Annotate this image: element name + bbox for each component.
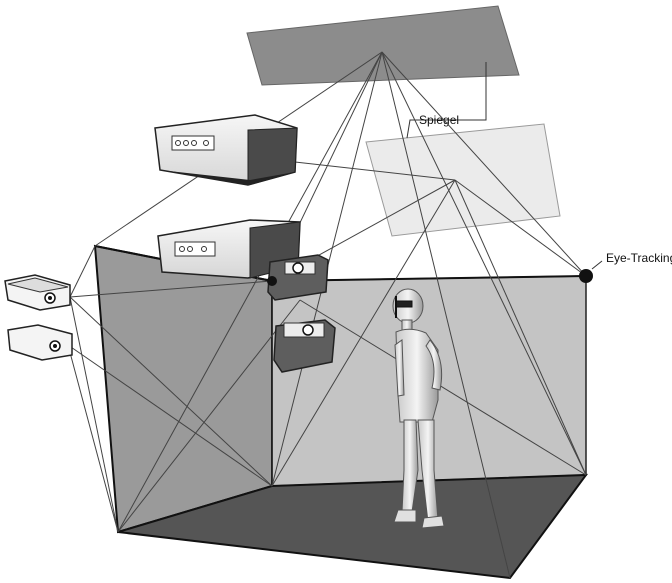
tracker-right <box>579 269 593 283</box>
projector-wall-2 <box>273 319 336 373</box>
projection-rays <box>67 51 587 579</box>
projector-upper-1 <box>154 114 298 186</box>
mirror-side <box>365 123 561 237</box>
eye-tracking-leader <box>591 260 603 270</box>
projector-upper-2 <box>157 219 301 279</box>
projector-left-2 <box>7 324 73 361</box>
mirror-top <box>246 5 520 86</box>
mirror-label: Spiegel <box>419 113 459 127</box>
eye-tracking-label: Eye-Tracking <box>606 251 672 265</box>
user-figure <box>392 288 445 529</box>
projector-left-1 <box>4 274 71 311</box>
projector-wall-1 <box>267 254 329 301</box>
left-wall <box>93 244 273 534</box>
tracker-left <box>267 276 277 286</box>
mirror-label-leader <box>406 62 487 139</box>
